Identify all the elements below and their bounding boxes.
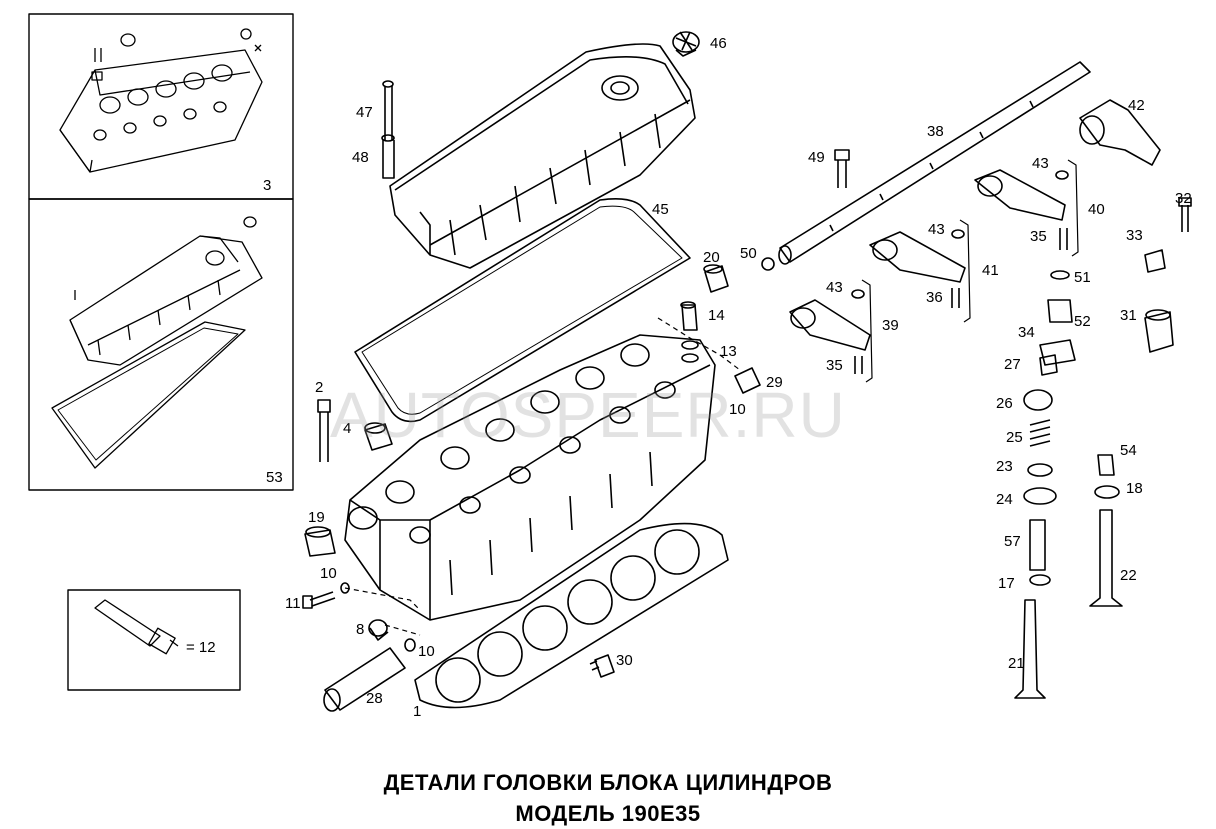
rocker-arm-41	[869, 229, 966, 283]
callout-label-42: 42	[1128, 97, 1145, 114]
callout-label-43: 43	[1032, 155, 1049, 172]
callout-label-30: 30	[616, 652, 633, 669]
bolt-49	[834, 149, 850, 188]
callout-label-2: 2	[315, 379, 323, 396]
head-assembly-drawing	[59, 28, 263, 173]
adjusting-screws	[854, 228, 1068, 374]
valve-train	[1014, 270, 1123, 699]
rocker-arm-39	[789, 289, 871, 351]
callout-label-31: 31	[1120, 307, 1137, 324]
callout-label-35: 35	[826, 357, 843, 374]
diagram-title: ДЕТАЛИ ГОЛОВКИ БЛОКА ЦИЛИНДРОВ	[383, 770, 833, 795]
callout-label-4: 4	[343, 420, 351, 437]
callout-label-8: 8	[356, 621, 364, 638]
sleeve-19	[304, 526, 336, 557]
cover-gasket-kit-drawing	[51, 216, 263, 469]
callout-label-11: 11	[285, 595, 301, 612]
callout-label-28: 28	[366, 690, 383, 707]
head-gasket-1	[414, 522, 729, 709]
callout-label-40: 40	[1088, 201, 1105, 218]
sensor-29	[734, 367, 761, 394]
oil-cap-46	[672, 31, 700, 57]
inset-frame	[28, 13, 294, 691]
callout-label-49: 49	[808, 149, 825, 166]
callout-label-47: 47	[356, 104, 373, 121]
callout-label-26: 26	[996, 395, 1013, 412]
callout-label-10: 10	[320, 565, 337, 582]
callout-label-43: 43	[826, 279, 843, 296]
callout-label-46: 46	[710, 35, 727, 52]
callout-label-36: 36	[926, 289, 943, 306]
callout-label-1: 1	[413, 703, 421, 720]
callout-label-51: 51	[1074, 269, 1091, 286]
callout-label-43: 43	[928, 221, 945, 238]
rocker-bracket-42	[1079, 99, 1161, 166]
screw-11-washer-10	[302, 582, 350, 609]
callout-label-21: 21	[1008, 655, 1025, 672]
callout-label-19: 19	[308, 509, 325, 526]
sealant-tube-drawing	[94, 599, 179, 655]
inset-label-3: 3	[263, 177, 271, 194]
leader-lines	[344, 317, 741, 636]
callout-label-13: 13	[720, 343, 737, 360]
washer-13	[681, 340, 699, 363]
cylinder-head	[344, 334, 716, 621]
callout-label-14: 14	[708, 307, 725, 324]
valve-cover	[389, 43, 696, 269]
cover-gasket-45	[354, 198, 691, 423]
callout-label-10: 10	[729, 401, 746, 418]
callout-label-39: 39	[882, 317, 899, 334]
callout-label-22: 22	[1120, 567, 1137, 584]
plug-8	[368, 619, 389, 641]
seal-10	[404, 638, 416, 652]
callout-label-52: 52	[1074, 313, 1091, 330]
callout-label-25: 25	[1006, 429, 1023, 446]
callout-labels: 46 47 48 45 38 42 49 43 40 32 43 35 33 5…	[186, 35, 1192, 720]
callout-label-23: 23	[996, 458, 1013, 475]
callout-label-48: 48	[352, 149, 369, 166]
callout-label-18: 18	[1126, 480, 1143, 497]
sleeve-20	[703, 264, 729, 293]
inset-label-53: 53	[266, 469, 283, 486]
rocker-arm-40	[974, 169, 1069, 221]
callout-label-38: 38	[927, 123, 944, 140]
cover-bolts	[381, 80, 395, 179]
bracket-31	[1144, 309, 1174, 353]
diagram-subtitle: МОДЕЛЬ 190E35	[515, 801, 701, 826]
callout-label-17: 17	[998, 575, 1015, 592]
inset-label-12: = 12	[186, 639, 216, 656]
sleeve-4	[364, 422, 393, 451]
adapter-14	[680, 301, 698, 331]
callout-label-50: 50	[740, 245, 757, 262]
callout-label-33: 33	[1126, 227, 1143, 244]
callout-label-27: 27	[1004, 356, 1021, 373]
clip-33-screw-32	[1144, 197, 1192, 273]
callout-label-57: 57	[1004, 533, 1021, 550]
fitting-30	[589, 654, 615, 678]
callout-label-32: 32	[1175, 190, 1192, 207]
watermark: AUTOSPEER.RU	[330, 379, 846, 451]
callout-label-10: 10	[418, 643, 435, 660]
callout-label-20: 20	[703, 249, 720, 266]
rocker-shaft-38	[778, 61, 1091, 265]
callout-label-34: 34	[1018, 324, 1035, 341]
callout-label-45: 45	[652, 201, 669, 218]
group-brackets	[861, 159, 1079, 383]
callout-label-54: 54	[1120, 442, 1137, 459]
callout-label-29: 29	[766, 374, 783, 391]
injector-sleeve-28	[323, 647, 406, 712]
washer-50	[761, 257, 775, 271]
callout-label-41: 41	[982, 262, 999, 279]
callout-label-35: 35	[1030, 228, 1047, 245]
bolt-2	[317, 399, 331, 462]
callout-label-24: 24	[996, 491, 1013, 508]
